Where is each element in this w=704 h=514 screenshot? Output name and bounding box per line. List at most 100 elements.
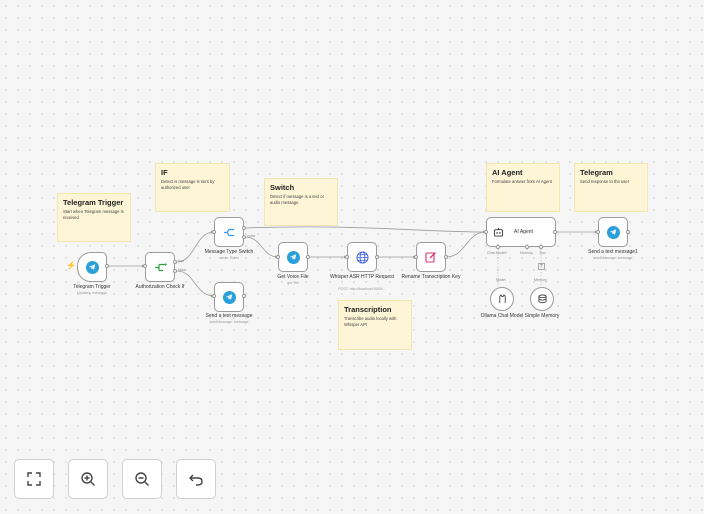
trigger-bolt-icon: ⚡: [66, 261, 76, 270]
input-handle[interactable]: [212, 230, 216, 234]
output-handle[interactable]: [375, 255, 379, 259]
node-label: Whisper ASR HTTP Request: [329, 274, 395, 280]
node-rename-transcription-key[interactable]: [416, 242, 446, 272]
sticky-body: Formulate answer from AI Agent: [492, 179, 552, 184]
node-subtitle: Updates: message: [77, 291, 107, 295]
telegram-icon: [85, 260, 99, 274]
globe-icon: [355, 250, 369, 264]
node-label: AI Agent: [514, 229, 533, 235]
node-subtitle: mode: Rules: [218, 256, 240, 260]
output-handle-false[interactable]: [173, 269, 177, 273]
port-label: Chat Model*: [487, 251, 507, 255]
add-tool-button[interactable]: +: [538, 263, 545, 270]
zoom-out-icon: [135, 472, 149, 486]
sticky-body: Send response to the user: [580, 179, 630, 184]
telegram-icon: [286, 250, 300, 264]
input-handle[interactable]: [212, 294, 216, 298]
sticky-title: IF: [161, 168, 168, 177]
switch-icon: [223, 228, 234, 236]
input-handle[interactable]: [276, 255, 280, 259]
sticky-body: Start when Telegram message is received: [63, 209, 124, 220]
sticky-transcription[interactable]: Transcription Transcribe audio locally w…: [338, 300, 412, 350]
output-handle[interactable]: [444, 255, 448, 259]
sticky-title: AI Agent: [492, 168, 523, 177]
node-subtitle: sendMessage: message: [593, 256, 633, 260]
node-telegram-trigger[interactable]: [77, 252, 107, 282]
port-label: Memory: [534, 278, 547, 282]
output-handle[interactable]: [105, 264, 109, 268]
node-subtitle: get: file: [287, 281, 299, 285]
node-label: Message Type Switch: [204, 249, 254, 255]
edge-switch-voice: [244, 236, 279, 258]
edit-icon: [425, 252, 436, 263]
sticky-telegram[interactable]: Telegram Send response to the user: [574, 163, 648, 212]
output-handle-true[interactable]: [173, 260, 177, 264]
node-whisper-http-request[interactable]: [347, 242, 377, 272]
telegram-icon: [606, 225, 620, 239]
edge-auth-send: [176, 270, 215, 297]
edge-rename-agent: [445, 231, 487, 258]
fit-view-button[interactable]: [14, 459, 54, 499]
database-icon: [537, 294, 547, 304]
sticky-title: Transcription: [344, 305, 392, 314]
node-label: Rename Transcription Key: [401, 274, 461, 280]
node-label: Telegram Trigger: [73, 284, 111, 290]
output-handle[interactable]: [242, 294, 246, 298]
node-ai-agent[interactable]: AI Agent: [486, 217, 556, 247]
output-handle-0[interactable]: [242, 226, 246, 230]
if-icon: [154, 262, 167, 271]
reset-button[interactable]: [176, 459, 216, 499]
node-label: Send a text message: [205, 313, 253, 319]
sticky-ai-agent[interactable]: AI Agent Formulate answer from AI Agent: [486, 163, 560, 212]
zoom-out-button[interactable]: [122, 459, 162, 499]
ollama-icon: [498, 294, 506, 304]
input-handle[interactable]: [345, 255, 349, 259]
zoom-in-icon: [81, 472, 95, 486]
node-label: Simple Memory: [524, 313, 560, 319]
input-handle[interactable]: [484, 230, 488, 234]
node-simple-memory[interactable]: [530, 287, 554, 311]
sticky-title: Telegram Trigger: [63, 198, 124, 207]
node-send-text-message[interactable]: [214, 282, 244, 312]
edge-auth-switch: [176, 231, 215, 263]
undo-icon: [189, 474, 203, 486]
node-message-type-switch[interactable]: [214, 217, 244, 247]
sticky-if[interactable]: IF Detect is message is sent by authoriz…: [155, 163, 230, 212]
node-send-text-message-1[interactable]: [598, 217, 628, 247]
sticky-title: Telegram: [580, 168, 613, 177]
node-label: Authorization Check If: [135, 284, 185, 290]
sticky-body: Detect is message is sent by authorized …: [161, 179, 215, 190]
robot-icon: [493, 227, 504, 237]
sticky-telegram-trigger[interactable]: Telegram Trigger Start when Telegram mes…: [57, 193, 131, 242]
node-label: Get Voice File: [277, 274, 309, 280]
branch-label-false: false: [178, 268, 186, 272]
port-label: Tool: [539, 251, 546, 255]
branch-label-true: true: [178, 259, 185, 263]
output-handle[interactable]: [553, 230, 557, 234]
branch-label-voice: voice: [247, 234, 256, 238]
input-handle[interactable]: [414, 255, 418, 259]
zoom-in-button[interactable]: [68, 459, 108, 499]
node-get-voice-file[interactable]: [278, 242, 308, 272]
port-label: Memory: [520, 251, 533, 255]
sticky-title: Switch: [270, 183, 295, 192]
telegram-icon: [222, 290, 236, 304]
fullscreen-icon: [27, 472, 41, 486]
sticky-body: Transcribe audio locally with Whisper AP…: [344, 316, 397, 327]
node-authorization-check[interactable]: [145, 252, 175, 282]
sticky-body: Detect if message is a text or audio mes…: [270, 194, 324, 205]
sticky-switch[interactable]: Switch Detect if message is a text or au…: [264, 178, 338, 226]
node-subtitle: POST: http://localhost:9000/...: [338, 287, 386, 291]
output-handle-voice[interactable]: [242, 235, 246, 239]
output-handle[interactable]: [626, 230, 630, 234]
node-ollama-chat-model[interactable]: [490, 287, 514, 311]
node-label: Send a text message1: [588, 249, 638, 255]
output-handle[interactable]: [306, 255, 310, 259]
node-subtitle: sendMessage: message: [209, 320, 249, 324]
input-handle[interactable]: [143, 264, 147, 268]
edge-switch-agent: [244, 226, 487, 233]
port-label: Model: [496, 278, 506, 282]
input-handle[interactable]: [596, 230, 600, 234]
node-label: Ollama Chat Model: [480, 313, 524, 319]
